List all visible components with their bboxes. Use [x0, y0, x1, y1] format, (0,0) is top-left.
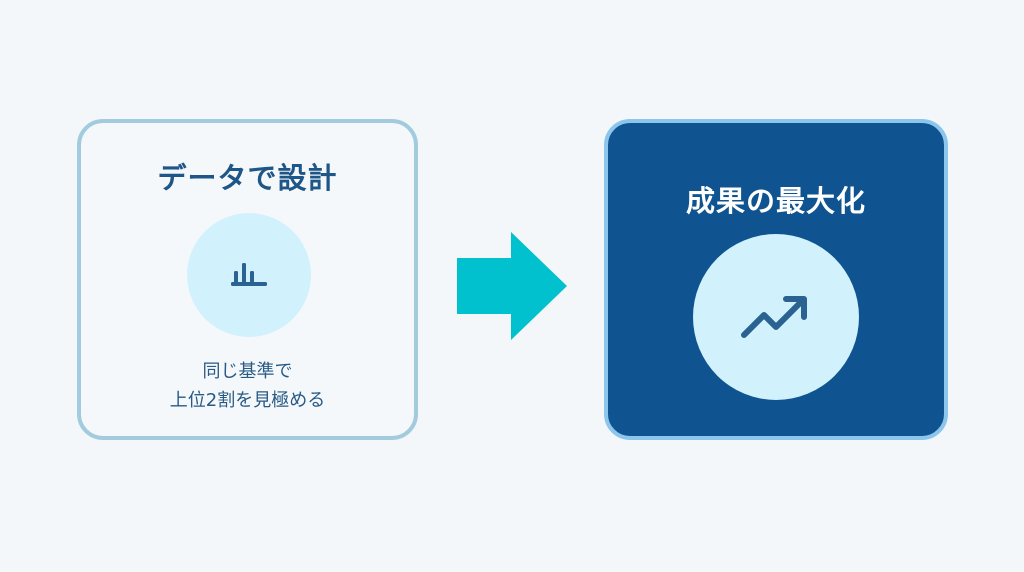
right-card-title: 成果の最大化: [685, 184, 866, 218]
caption-line-1: 同じ基準で: [202, 361, 293, 382]
left-icon-circle: [187, 213, 311, 337]
right-arrow-icon: [457, 232, 567, 340]
bar-chart-icon: [231, 263, 267, 286]
trending-up-icon: [741, 296, 807, 338]
left-card-caption: 同じ基準で 上位2割を見極める: [81, 357, 414, 415]
right-card: 成果の最大化: [604, 119, 948, 440]
left-card: データで設計 同じ基準で 上位2割を見極める: [77, 119, 418, 440]
right-icon-circle: [693, 234, 859, 400]
caption-line-2: 上位2割を見極める: [169, 390, 326, 411]
left-card-title: データで設計: [157, 161, 338, 195]
